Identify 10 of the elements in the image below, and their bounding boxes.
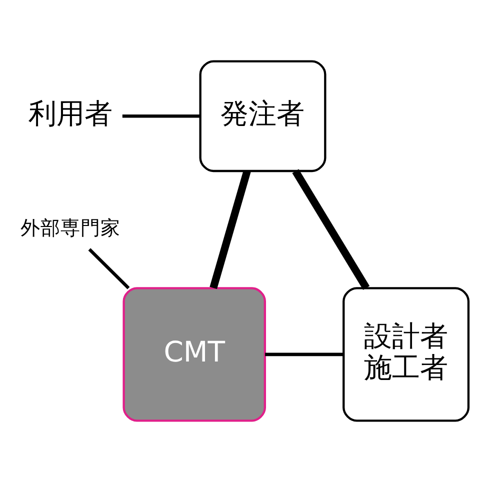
connector <box>122 114 200 118</box>
connector <box>88 248 130 290</box>
connector <box>265 352 344 356</box>
connector <box>210 170 251 289</box>
connector <box>292 169 370 290</box>
node-box: CMT <box>122 287 266 422</box>
node-box: 発注者 <box>199 60 326 172</box>
node-text: 外部専門家 <box>20 216 121 240</box>
node-text: 利用者 <box>28 97 113 130</box>
node-box: 設計者 施工者 <box>342 287 470 422</box>
